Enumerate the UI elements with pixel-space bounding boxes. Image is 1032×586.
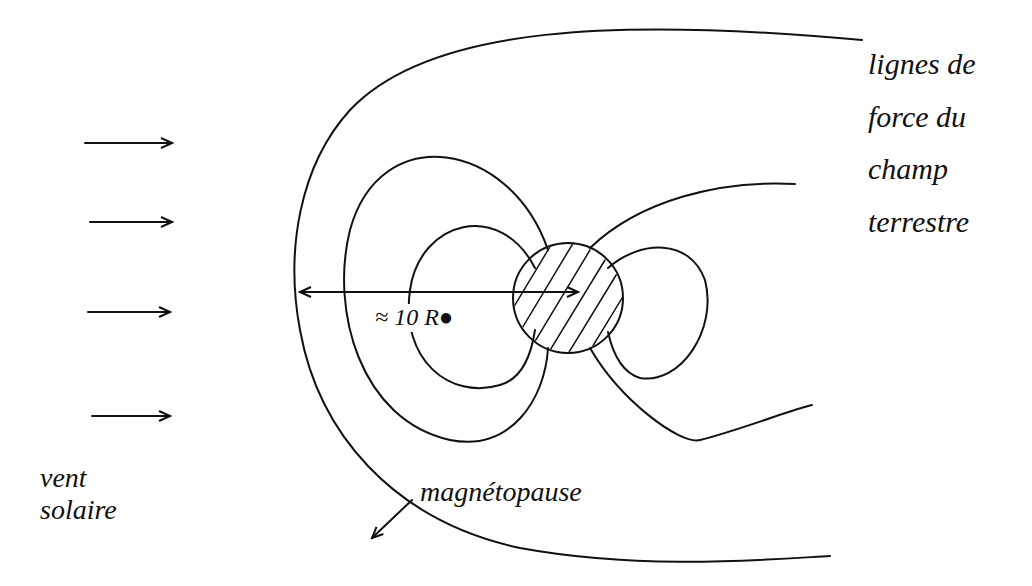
distance-label: ≈ 10 R● [372,304,456,332]
leader-arrow [372,500,412,538]
field-lines-label: lignes de force du champ terrestre [868,38,1013,248]
earth-disc [513,243,623,353]
wind-arrow [88,311,170,313]
earth-hatching [490,220,640,395]
field-line [590,348,812,440]
wind-label: vent solaire [40,462,170,526]
wind-arrow [92,415,170,417]
wind-arrow [85,142,172,144]
distance-arrow [300,291,578,293]
magnetopause-label: magnétopause [420,476,650,508]
magnetopause-line [294,29,862,561]
field-line [344,157,548,442]
wind-arrow [90,221,172,223]
field-line [590,184,795,248]
field-line [608,248,708,379]
